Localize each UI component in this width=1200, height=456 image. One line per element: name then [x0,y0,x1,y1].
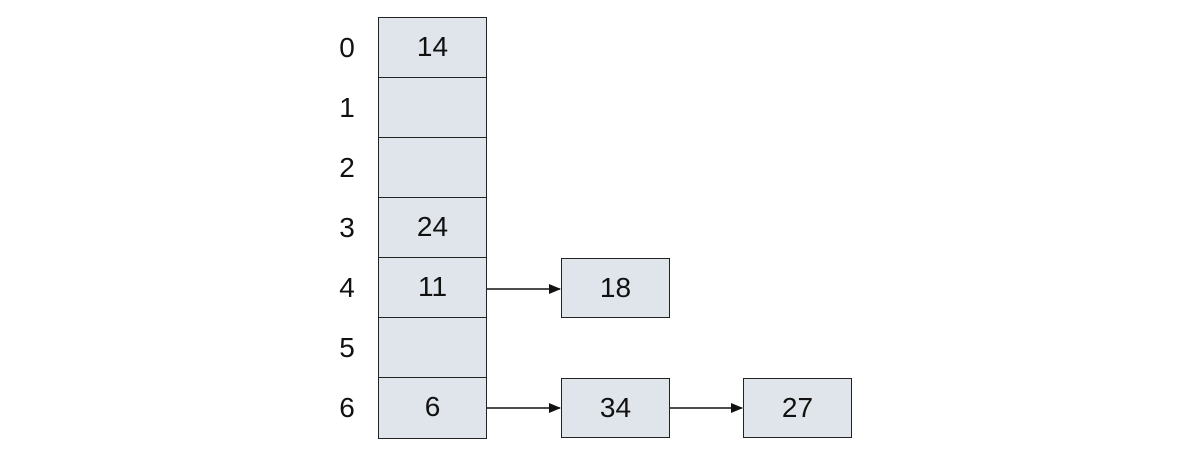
index-label-2: 2 [339,152,355,183]
index-label-5: 5 [339,332,355,363]
table-slot-6: 6 [378,377,487,439]
index-label-0: 0 [339,32,355,63]
index-label-1: 1 [339,92,355,123]
table-slot-0: 14 [378,17,487,78]
table-slot-2 [378,137,487,198]
table-slot-3: 24 [378,197,487,258]
chain-node-slot6-2: 27 [743,378,852,438]
index-label-6: 6 [339,392,355,423]
index-label-4: 4 [339,272,355,303]
index-label-3: 3 [339,212,355,243]
chain-node-slot6-1: 34 [561,378,670,438]
chain-node-slot4-1: 18 [561,258,670,318]
table-slot-5 [378,317,487,378]
